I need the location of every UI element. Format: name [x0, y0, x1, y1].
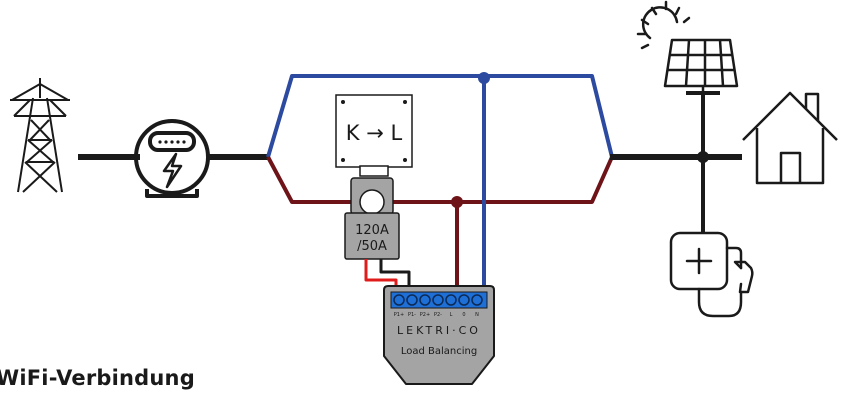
footer-title: WiFi-Verbindung [0, 366, 195, 390]
sun-icon [636, 0, 691, 50]
load-balancer-device: P1+ P1- P2+ P2- L 0 N LEKTRI·CO Load Bal… [383, 285, 495, 385]
terminal-label: L [450, 312, 453, 318]
terminal-label: P2- [434, 312, 442, 318]
device-brand: LEKTRI·CO [397, 324, 481, 337]
terminal-label: 0 [462, 312, 465, 318]
terminal-label: N [475, 312, 479, 318]
house-icon [742, 91, 838, 185]
terminal-label: P1+ [394, 312, 404, 318]
neutral-line [266, 74, 614, 158]
neutral-junction [478, 72, 490, 84]
ct-clamp-label-1: 120A [355, 223, 389, 238]
house-junction [697, 151, 709, 163]
terminal-label: P1- [408, 312, 416, 318]
meter-icon [134, 119, 210, 198]
ct-clamp: 120A /50A [344, 177, 400, 260]
terminal-label: P2+ [420, 312, 430, 318]
live-line [266, 156, 614, 204]
device-model: Load Balancing [401, 346, 477, 357]
solar-panel-icon [663, 38, 739, 95]
pylon-icon [10, 78, 70, 193]
converter-box: K → L [335, 94, 413, 177]
ev-charger-icon [669, 231, 754, 318]
converter-label: K → L [346, 121, 403, 145]
ct-black-wire [379, 259, 411, 296]
ct-clamp-label-2: /50A [357, 239, 387, 254]
live-junction [451, 196, 463, 208]
